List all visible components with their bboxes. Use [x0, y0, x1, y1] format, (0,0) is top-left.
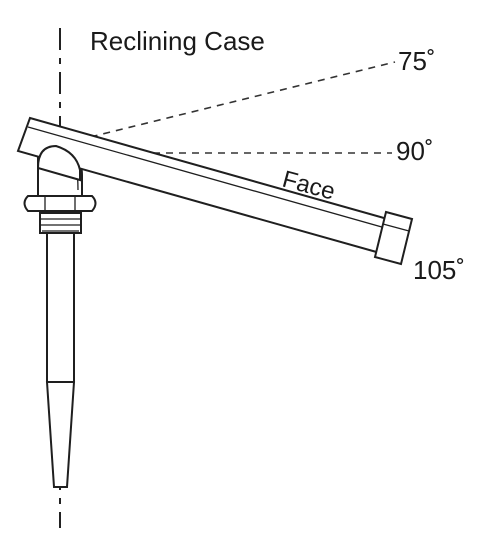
diagram-title: Reclining Case	[90, 26, 265, 56]
stem	[23, 140, 97, 488]
angle-label-75: 75˚	[398, 46, 436, 76]
reference-line-75	[77, 61, 396, 141]
angle-label-105: 105˚	[413, 255, 465, 285]
reclined-arm	[16, 116, 414, 266]
angle-label-90: 90˚	[396, 136, 434, 166]
